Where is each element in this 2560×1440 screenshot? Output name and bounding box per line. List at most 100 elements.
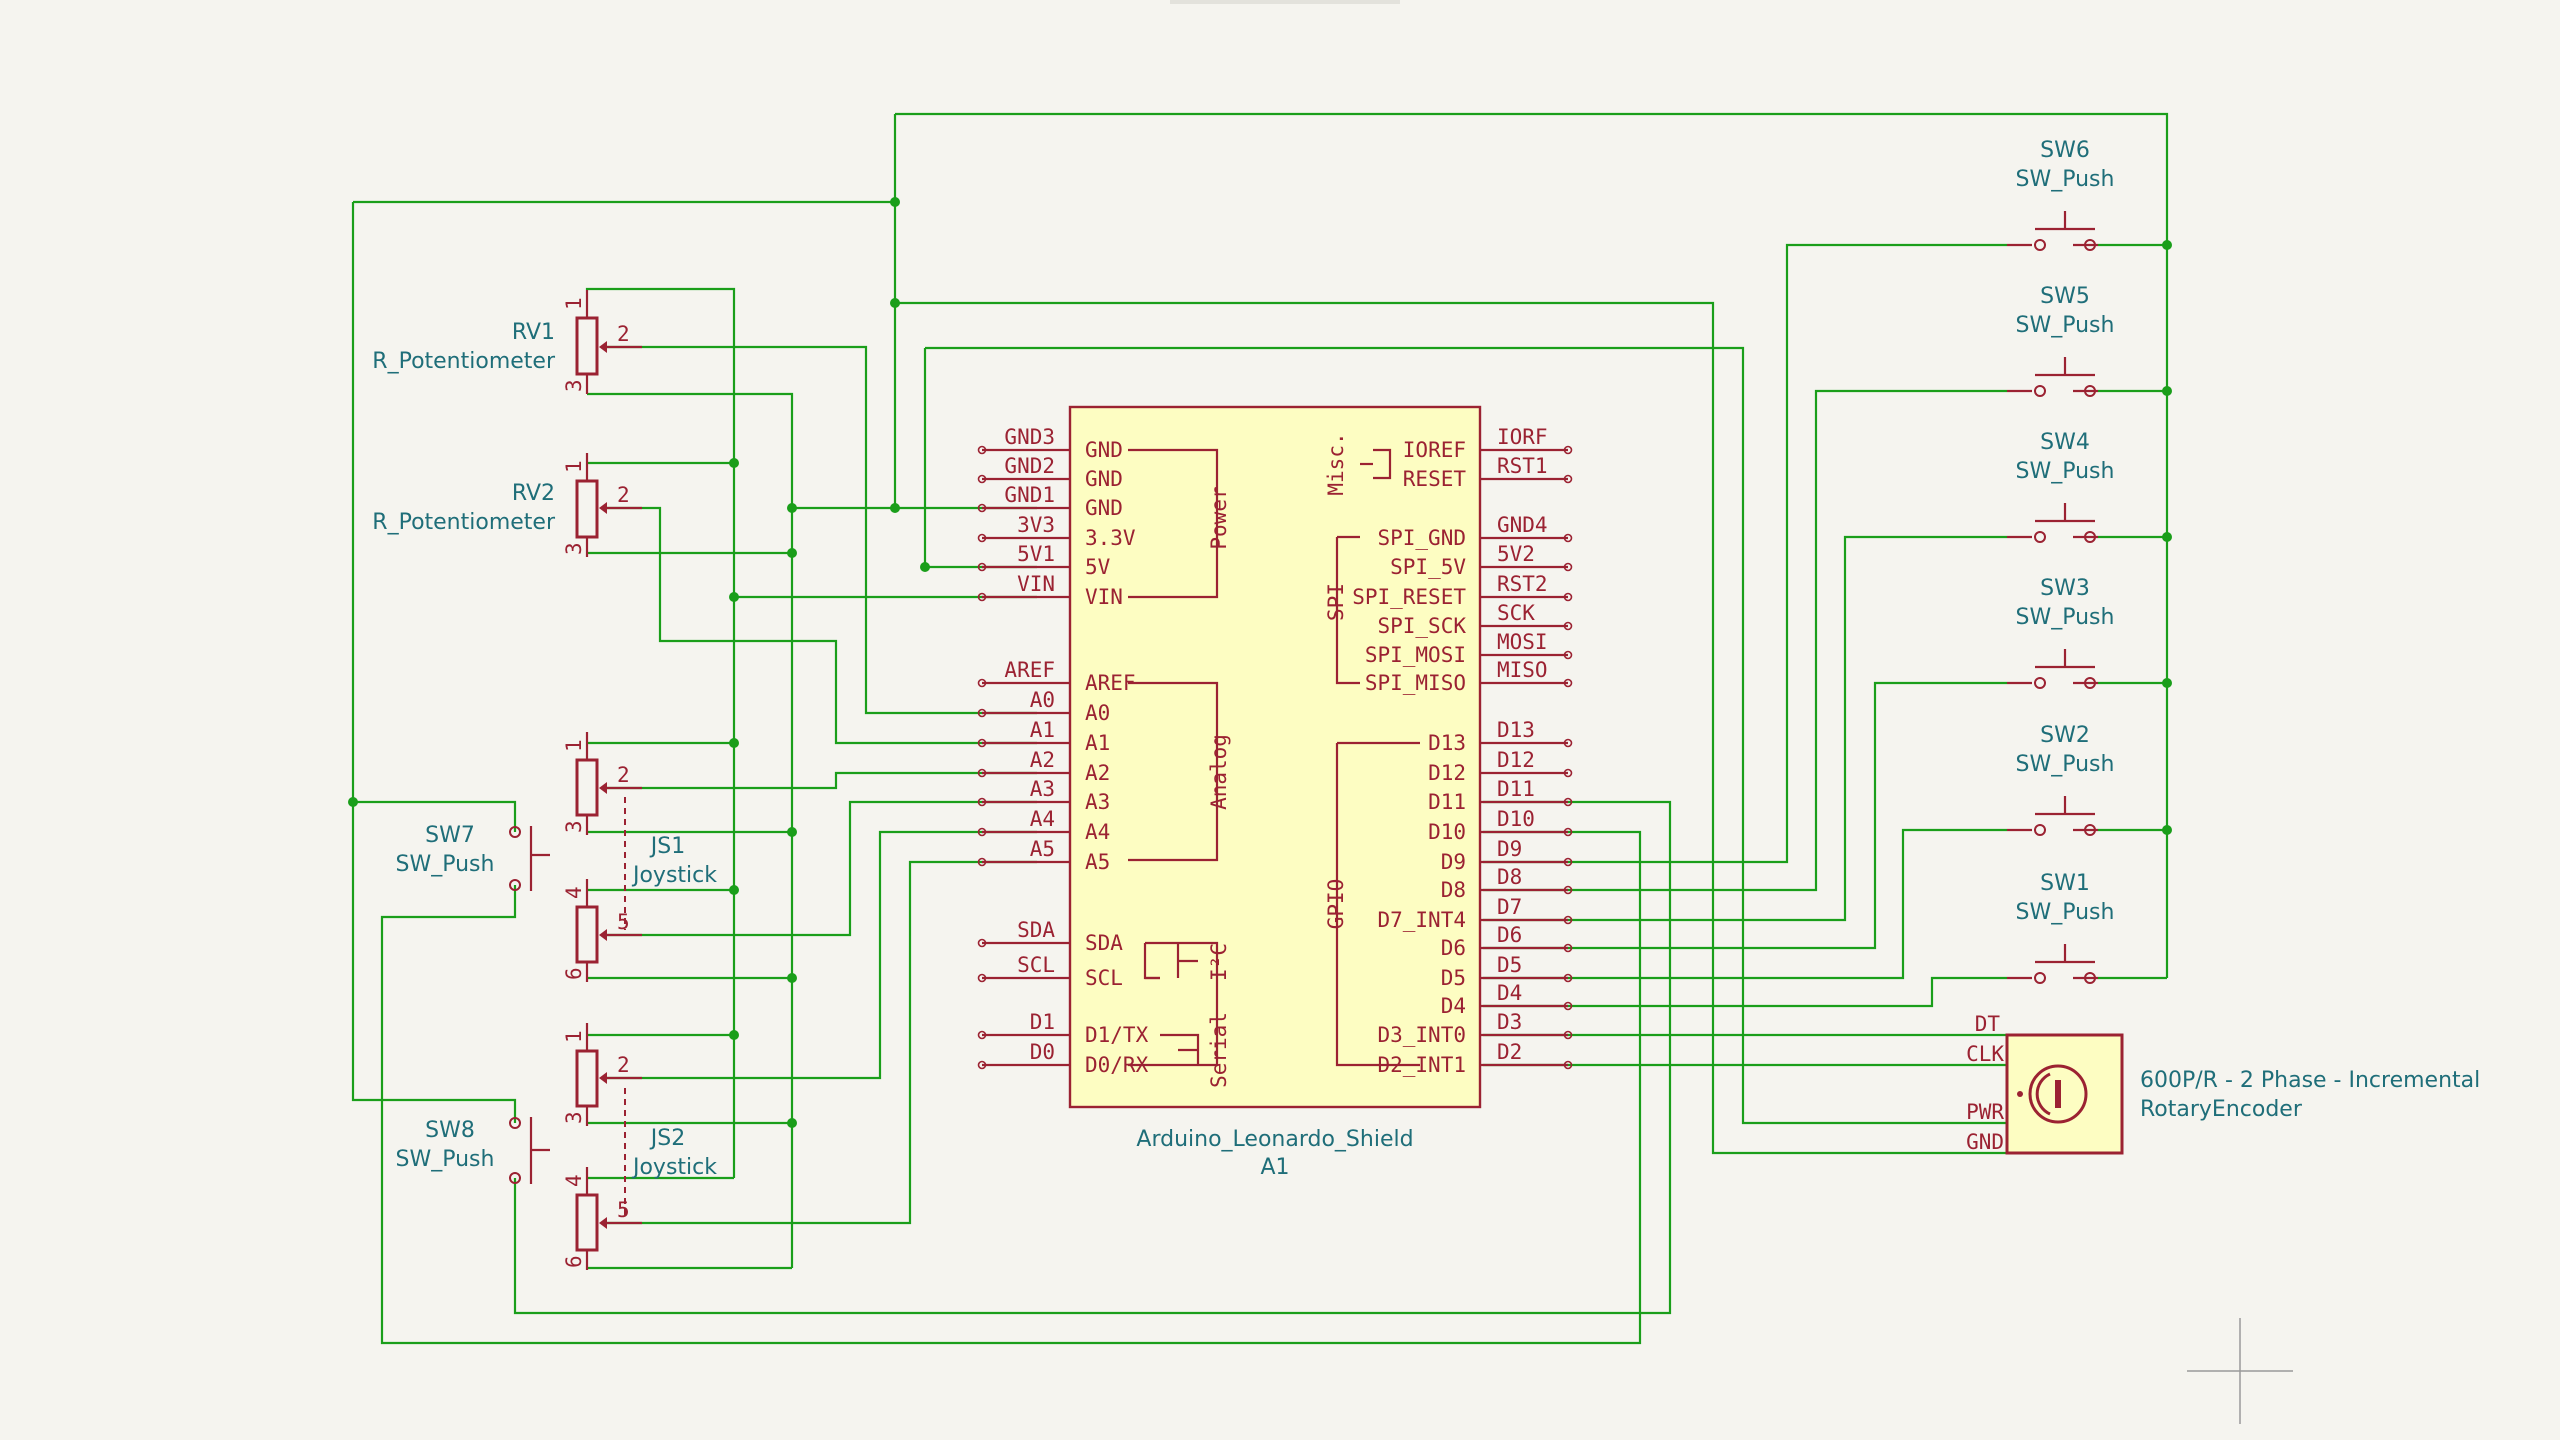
pin-number: 1 [562, 1030, 586, 1043]
board-value: Arduino_Leonardo_Shield [1136, 1127, 1413, 1152]
pin-number: 2 [617, 483, 630, 507]
board-pin-net-label: D3 [1497, 1010, 1522, 1034]
board-pin-net-label: D1 [1030, 1010, 1055, 1034]
board-pin-inner-label: A4 [1085, 820, 1110, 844]
arduino-board[interactable]: Arduino_Leonardo_Shield A1 Power Analog … [977, 405, 1573, 1180]
board-pin-net-label: SCL [1017, 953, 1055, 977]
js2-x-potentiometer[interactable]: 123 [562, 1023, 642, 1126]
board-pin-net-label: GND2 [1004, 454, 1055, 478]
board-pin-net-label: SDA [1017, 918, 1055, 942]
push-switches[interactable]: SW6SW_PushSW5SW_PushSW4SW_PushSW3SW_Push… [396, 138, 2115, 1184]
group-serial: Serial [1207, 1012, 1231, 1088]
board-pin-inner-label: A5 [1085, 850, 1110, 874]
board-pin-net-label: GND1 [1004, 483, 1055, 507]
wiper-arrow-icon [599, 341, 607, 353]
wiper-arrow-icon [599, 1217, 607, 1229]
js1-y-potentiometer[interactable]: 456 [562, 879, 642, 982]
board-body [1068, 405, 1482, 1109]
pin-number: 1 [562, 297, 586, 310]
board-pin-net-label: D7 [1497, 895, 1522, 919]
resistor-body-icon [575, 1049, 599, 1108]
board-pin-net-label: D9 [1497, 837, 1522, 861]
rv1-potentiometer[interactable]: 123 [562, 290, 642, 394]
board-pin-net-label: A4 [1030, 807, 1055, 831]
board-pin-inner-label: D0/RX [1085, 1053, 1149, 1077]
pin-number: 1 [562, 460, 586, 473]
board-pin-inner-label: D5 [1441, 966, 1466, 990]
board-pin-inner-label: D9 [1441, 850, 1466, 874]
switch-value: SW_Push [2016, 900, 2115, 925]
board-pin-net-label: D12 [1497, 748, 1535, 772]
pin-number: 3 [562, 542, 586, 555]
board-pin-inner-label: 3.3V [1085, 526, 1136, 550]
wiper-arrow-icon [599, 1072, 607, 1084]
board-pin-inner-label: SPI_MISO [1365, 671, 1466, 695]
rv2-potentiometer[interactable]: 1 2 3 [562, 453, 642, 557]
encoder-knob-icon [2028, 1064, 2088, 1124]
board-pin-net-label: D5 [1497, 953, 1522, 977]
js1-x-potentiometer[interactable]: 123 [562, 732, 642, 835]
switch-value: SW_Push [396, 1147, 495, 1172]
board-pin-net-label: MOSI [1497, 630, 1548, 654]
encoder-pin-dt: DT [1975, 1012, 2001, 1036]
board-pin-inner-label: SPI_SCK [1377, 614, 1466, 638]
board-pin-inner-label: SPI_GND [1377, 526, 1466, 550]
board-right-pins[interactable]: IOREFIORFRESETRST1SPI_GNDGND4SPI_5V5V2SP… [1352, 425, 1573, 1077]
switch-ref: SW8 [425, 1118, 475, 1143]
rotary-encoder[interactable]: DT CLK PWR GND 600P/R - 2 Phase - Increm… [1966, 1012, 2480, 1155]
pin-number: 1 [562, 739, 586, 752]
pin-number: 5 [617, 1198, 630, 1222]
js2-y-potentiometer[interactable]: 456 [562, 1167, 642, 1270]
pin-number: 2 [617, 322, 630, 346]
board-pin-net-label: 5V1 [1017, 542, 1055, 566]
